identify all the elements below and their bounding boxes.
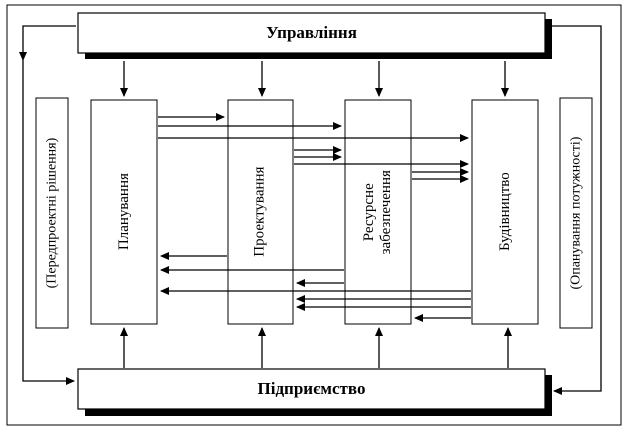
- construction-label-text: Будівництво: [496, 173, 513, 252]
- top-bar-label: Управління: [78, 13, 545, 53]
- bottom-bar-label: Підприємство: [78, 369, 545, 409]
- right-side-label-text: (Опанування потужності): [568, 137, 584, 290]
- design-label-text: Проектування: [252, 167, 269, 257]
- right-loop-top: [548, 26, 601, 60]
- planning-label-text: Планування: [115, 174, 132, 251]
- construction-label: Будівництво: [472, 100, 538, 324]
- resource-label-line1: Ресурсне: [361, 183, 378, 241]
- resource-label-line2: забезпечення: [378, 170, 395, 254]
- left-side-label: (Передпроектні рішення): [36, 98, 68, 328]
- resource-label-stack: Ресурсне забезпечення: [361, 170, 396, 254]
- resource-label: Ресурсне забезпечення: [345, 100, 411, 324]
- planning-label: Планування: [91, 100, 157, 324]
- right-side-label: (Опанування потужності): [560, 98, 592, 328]
- left-side-label-text: (Передпроектні рішення): [44, 138, 60, 289]
- left-loop-top: [23, 26, 76, 60]
- design-label: Проектування: [228, 100, 293, 324]
